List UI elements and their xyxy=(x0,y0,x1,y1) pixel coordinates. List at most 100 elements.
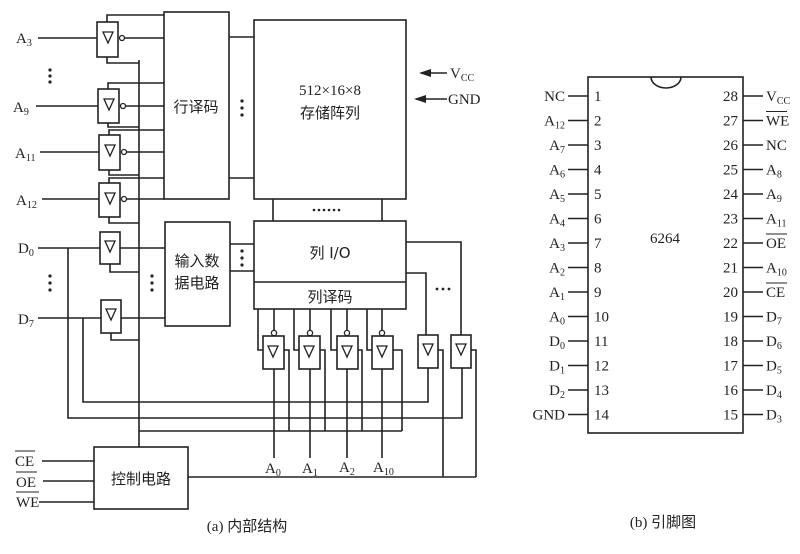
memory-array-label: 存储阵列 xyxy=(300,104,360,122)
pin-number: 17 xyxy=(723,359,739,375)
pin-22: 22 OE xyxy=(723,233,787,252)
buffer-gate xyxy=(336,335,359,370)
pin-1: 1NC xyxy=(544,89,601,105)
pin-number: 18 xyxy=(723,334,738,350)
input-d7-label: D7 xyxy=(18,312,34,330)
pin-label: A12 xyxy=(544,114,565,132)
pin-18: 18 D6 xyxy=(723,334,782,352)
input-a2-label: A2 xyxy=(339,460,355,478)
control-inputs: CE OE WE xyxy=(15,450,39,511)
pin-number: 5 xyxy=(594,187,602,203)
caption-internal-structure: (a) 内部结构 xyxy=(207,518,287,535)
data-output-buffers xyxy=(406,241,477,477)
buffer-gate xyxy=(450,334,472,369)
input-a12-label: A12 xyxy=(16,193,37,211)
pin-number: 19 xyxy=(723,310,738,326)
buffer-gate xyxy=(99,231,121,265)
input-a9-label: A9 xyxy=(13,100,29,118)
pin-number: 28 xyxy=(723,89,738,105)
input-a3-label: A3 xyxy=(16,31,32,49)
pin-9: 9A1 xyxy=(549,285,601,303)
column-decoder-label: 列译码 xyxy=(307,288,352,306)
pin-label: A6 xyxy=(549,163,565,181)
pin-label: A0 xyxy=(549,310,565,328)
pin-label: A5 xyxy=(549,187,565,205)
internal-structure: 行译码 512×16×8 存储阵列 VCC GND 列 I/O 列译码 输入数 … xyxy=(13,11,481,535)
pin-number: 23 xyxy=(723,212,738,228)
pin-label: D0 xyxy=(549,334,565,352)
vcc-arrow-icon xyxy=(419,69,431,77)
pin-label: D3 xyxy=(766,408,782,426)
pin-6: 6A4 xyxy=(549,212,602,230)
pin-number: 25 xyxy=(723,163,738,179)
input-ce-label: CE xyxy=(15,454,34,470)
gnd-arrow-icon xyxy=(414,95,426,103)
control-circuit-label: 控制电路 xyxy=(111,470,171,488)
pin-label: OE xyxy=(766,236,786,252)
buffer-gate xyxy=(97,88,120,124)
pin-4: 4 A6 xyxy=(549,163,602,181)
pin-label: NC xyxy=(544,89,565,105)
input-a10-label: A10 xyxy=(373,460,394,478)
pin-label: VCC xyxy=(766,89,791,107)
pin-label: A4 xyxy=(549,212,565,230)
pin-label: D6 xyxy=(766,334,782,352)
buffer-gate xyxy=(100,299,122,334)
input-a1-label: A1 xyxy=(302,461,318,479)
control-circuit-block xyxy=(93,446,189,510)
column-io-label: 列 I/O xyxy=(309,244,350,262)
pin-number: 9 xyxy=(594,285,602,301)
input-data-circuit-block xyxy=(164,221,231,327)
pin-number: 13 xyxy=(594,383,609,399)
pin-number: 14 xyxy=(594,408,610,424)
pin-number: 4 xyxy=(594,163,602,179)
vcc-label: VCC xyxy=(450,66,475,84)
column-address-buffers: A0 A1 A2 A10 xyxy=(139,309,403,479)
pin-label: GND xyxy=(533,408,566,424)
buffer-gate xyxy=(262,335,285,370)
pin-label: A2 xyxy=(549,261,565,279)
pin-16: 16 D4 xyxy=(723,383,782,401)
input-a0-label: A0 xyxy=(265,461,281,479)
pin-label: WE xyxy=(766,114,789,130)
pin-number: 27 xyxy=(723,114,739,130)
input-data-circuit-label-1: 输入数 xyxy=(174,252,219,270)
buffer-gate xyxy=(96,21,119,58)
row-address-buffers: A3 A9 A11 xyxy=(13,14,164,224)
pin-number: 12 xyxy=(594,359,609,375)
pin-label: CE xyxy=(766,285,785,301)
pin-23: 23 A11 xyxy=(723,212,786,230)
buffer-gate xyxy=(417,334,439,369)
pin-3: 3 A7 xyxy=(549,138,601,156)
ellipsis-dots xyxy=(312,208,341,212)
data-input-buffers: D0 D7 xyxy=(18,231,463,419)
buffer-gate xyxy=(98,134,121,171)
chip-name: 6264 xyxy=(650,231,681,247)
pin-number: 7 xyxy=(594,236,602,252)
pin-label: NC xyxy=(766,138,787,154)
memory-array-block xyxy=(253,19,407,200)
pin-label: A11 xyxy=(766,212,786,230)
pin-label: D4 xyxy=(766,383,782,401)
memory-array-size: 512×16×8 xyxy=(299,83,361,99)
pin-label: D5 xyxy=(766,359,782,377)
pin-number: 3 xyxy=(594,138,602,154)
pin-number: 22 xyxy=(723,236,738,252)
row-decoder-block xyxy=(163,11,230,200)
left-pins: 1NC2A123A74A65A56A47A38A29A110A011D012D1… xyxy=(533,89,610,424)
pin-label: A7 xyxy=(549,138,565,156)
pin-number: 16 xyxy=(723,383,739,399)
